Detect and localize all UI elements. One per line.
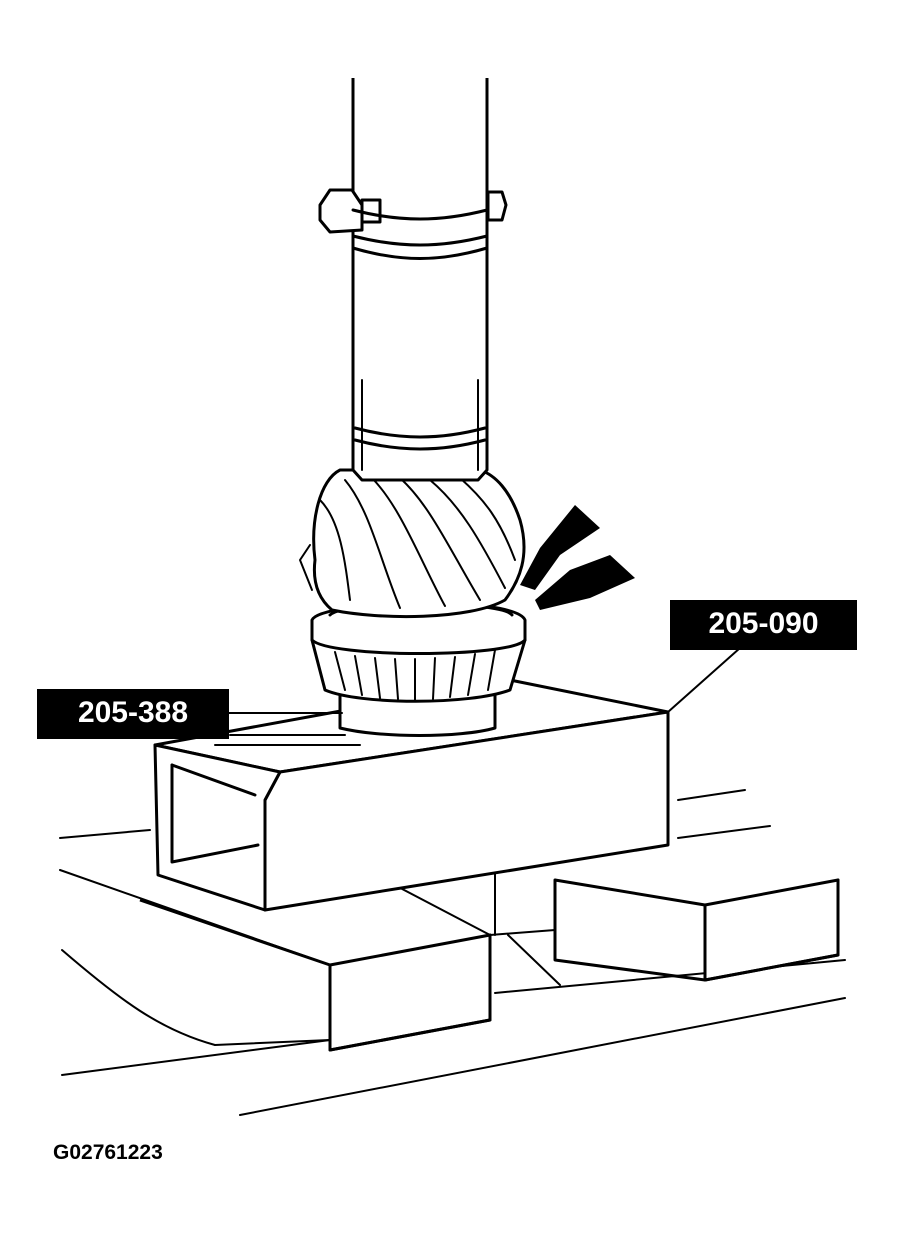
support-blocks <box>139 869 840 1052</box>
bearing <box>310 601 527 737</box>
figure-id: G02761223 <box>53 1141 163 1164</box>
press-ram <box>318 78 508 482</box>
arrow-icon <box>520 505 600 590</box>
arrow-icon <box>535 555 635 610</box>
pinion-gear <box>299 468 526 619</box>
callout-205-388: 205-388 <box>37 689 229 739</box>
callout-205-090: 205-090 <box>670 600 857 650</box>
leader-line-205-090 <box>667 647 741 713</box>
fixture-205-090 <box>153 678 670 912</box>
